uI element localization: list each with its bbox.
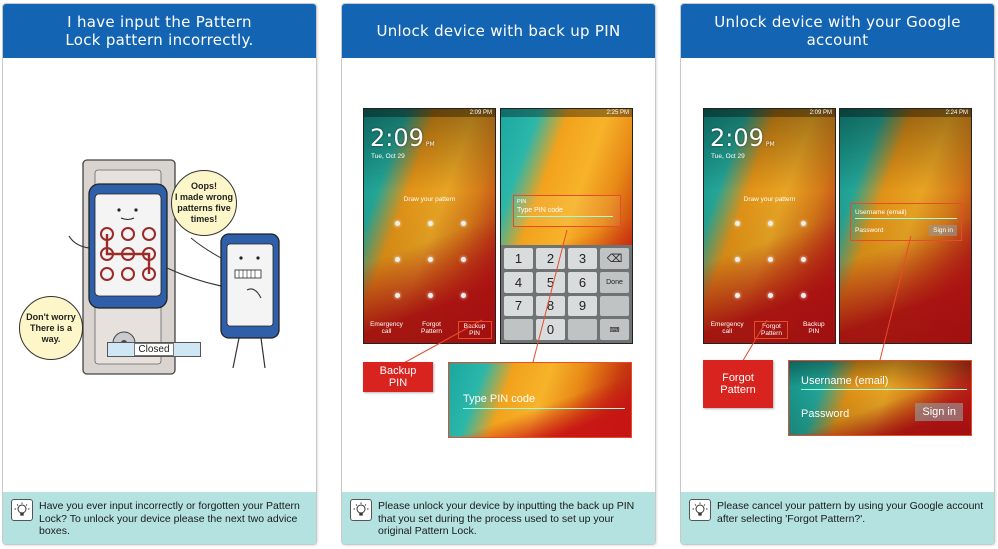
callout-sign-in-form: Username (email) Password Sign in [788, 360, 972, 436]
key-4[interactable]: 4 [504, 271, 533, 293]
pattern-dot[interactable] [768, 293, 773, 298]
footer-tip: Please unlock your device by inputting t… [342, 492, 655, 544]
callout-pin-field: Type PIN code [448, 362, 632, 438]
date: Tue, Oct 29 [371, 153, 405, 160]
key-1[interactable]: 1 [504, 248, 533, 269]
lightbulb-icon [350, 499, 372, 521]
panel-title: Unlock device with your Google account [681, 4, 994, 58]
key-6[interactable]: 6 [568, 271, 597, 293]
lightbulb-icon [11, 499, 33, 521]
pattern-dot[interactable] [428, 257, 433, 262]
lockscreen-buttons: Emergency call Forgot Pattern Backup PIN [704, 321, 835, 339]
footer-text: Please unlock your device by inputting t… [378, 500, 635, 537]
key-5[interactable]: 5 [536, 271, 565, 293]
panel-google-account: Unlock device with your Google account 2… [680, 3, 995, 545]
closed-sign: Closed [107, 342, 201, 357]
backspace-icon[interactable]: ⌫ [600, 248, 629, 269]
key-8[interactable]: 8 [536, 295, 565, 317]
status-bar: 2:25 PM [501, 109, 632, 117]
numeric-keypad: 1 2 3 ⌫ 4 5 6 Done 7 8 9 0 ⌨ [501, 245, 632, 343]
key-2[interactable]: 2 [536, 248, 565, 269]
forgot-pattern-button[interactable]: Forgot Pattern [754, 321, 789, 339]
footer-text: Please cancel your pattern by using your… [717, 500, 984, 525]
sign-in-form-highlight: Username (email) Password Sign in [850, 203, 962, 241]
blank-key [600, 295, 629, 317]
done-key[interactable]: Done [600, 271, 629, 293]
footer-text: Have you ever input incorrectly or forgo… [39, 500, 300, 537]
draw-pattern-prompt: Draw your pattern [403, 196, 456, 203]
panel-title: Unlock device with back up PIN [342, 4, 655, 58]
emergency-call-button[interactable]: Emergency call [710, 321, 744, 335]
pattern-dot[interactable] [801, 293, 806, 298]
status-bar: 2:09 PM [364, 109, 495, 117]
key-7[interactable]: 7 [504, 295, 533, 317]
lockscreen-buttons: Emergency call Forgot Pattern Backup PIN [364, 321, 495, 339]
pattern-dot[interactable] [735, 293, 740, 298]
callout-lines [401, 229, 568, 367]
panel-backup-pin: Unlock device with back up PIN 2:09 PM 2… [341, 3, 656, 545]
keyboard-icon[interactable]: ⌨ [600, 319, 629, 340]
backup-pin-button[interactable]: Backup PIN [457, 321, 492, 339]
pattern-dot[interactable] [768, 221, 773, 226]
username-input[interactable]: Username (email) [855, 209, 957, 219]
callout-lines [740, 235, 912, 365]
lightbulb-icon [689, 499, 711, 521]
key-9[interactable]: 9 [568, 295, 597, 317]
blank-key [504, 319, 533, 340]
status-bar: 2:09 PM [704, 109, 835, 117]
draw-pattern-prompt: Draw your pattern [743, 196, 796, 203]
sign-in-button[interactable]: Sign in [929, 225, 957, 236]
pin-code-input[interactable]: Type PIN code [517, 207, 613, 217]
pattern-dot[interactable] [801, 257, 806, 262]
pattern-dot[interactable] [735, 221, 740, 226]
title-line: Lock pattern incorrectly. [65, 31, 254, 49]
status-bar: 2:24 PM [840, 109, 971, 117]
password-input[interactable]: Password [855, 227, 884, 234]
pattern-dot[interactable] [768, 257, 773, 262]
pin-field-highlight: PIN Type PIN code [513, 195, 621, 227]
pattern-dot[interactable] [461, 257, 466, 262]
pattern-dot[interactable] [395, 293, 400, 298]
emergency-call-button[interactable]: Emergency call [370, 321, 403, 335]
forgot-pattern-button[interactable]: Forgot Pattern [421, 321, 442, 335]
pattern-dot[interactable] [395, 257, 400, 262]
date: Tue, Oct 29 [711, 153, 745, 160]
pin-entry-screen: 2:25 PM PIN Type PIN code 1 2 3 ⌫ 4 5 6 … [500, 108, 633, 344]
pattern-dot[interactable] [461, 293, 466, 298]
pattern-dot[interactable] [461, 221, 466, 226]
google-sign-in-screen: 2:24 PM Username (email) Password Sign i… [839, 108, 972, 344]
pattern-dot[interactable] [801, 221, 806, 226]
key-0[interactable]: 0 [536, 319, 565, 340]
pattern-dot[interactable] [428, 221, 433, 226]
blank-key [568, 319, 597, 340]
illustration-door-and-phone [68, 159, 280, 375]
pattern-dot[interactable] [428, 293, 433, 298]
pattern-dot[interactable] [735, 257, 740, 262]
title-line: I have input the Pattern [67, 13, 252, 31]
key-3[interactable]: 3 [568, 248, 597, 269]
footer-tip: Please cancel your pattern by using your… [681, 492, 994, 544]
backup-pin-button[interactable]: Backup PIN [802, 321, 825, 335]
footer-tip: Have you ever input incorrectly or forgo… [3, 492, 316, 544]
pattern-dot[interactable] [395, 221, 400, 226]
